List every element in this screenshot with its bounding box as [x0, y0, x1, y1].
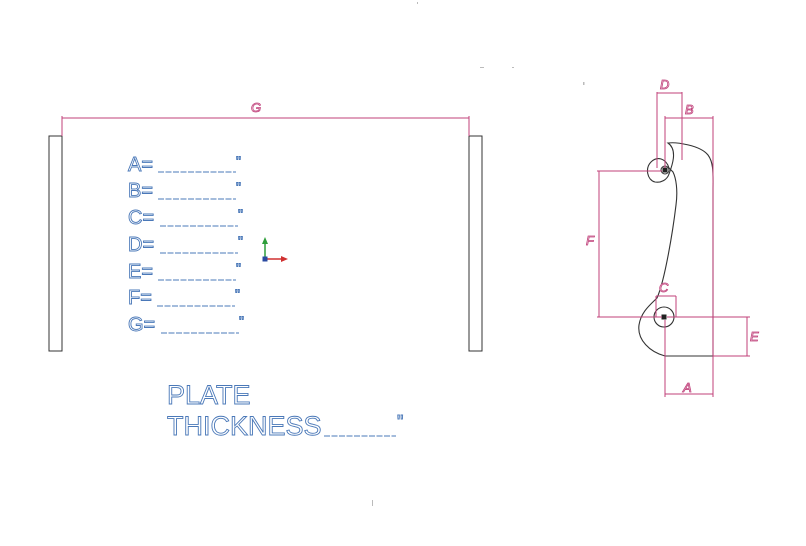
field-d: D= ": [128, 233, 244, 257]
dimension-label-a: A: [682, 380, 692, 395]
dimension-d: D: [656, 77, 683, 168]
scan-specks: [372, 2, 585, 506]
field-e: E= ": [128, 260, 242, 284]
field-c: C= ": [128, 206, 244, 230]
field-g: G= ": [128, 313, 245, 337]
field-label-e: E=: [128, 261, 153, 283]
field-label-c: C=: [128, 207, 154, 229]
dimension-b: B: [664, 102, 714, 356]
dimension-e: E: [667, 316, 759, 357]
field-label-b: B=: [128, 180, 153, 202]
left-plate: [48, 135, 63, 352]
field-unit-c: ": [238, 206, 243, 222]
field-a: A= ": [128, 153, 242, 177]
field-unit-a: ": [236, 153, 241, 169]
dimension-label-e: E: [750, 329, 759, 344]
dimension-label-d: D: [660, 77, 669, 92]
field-unit-f: ": [235, 286, 240, 302]
dimension-label-b: B: [685, 102, 694, 117]
dimension-a: A: [664, 320, 714, 397]
plate-thickness-field: PLATE THICKNESS ": [167, 380, 404, 442]
field-label-g: G=: [128, 314, 155, 336]
dimension-f: F: [586, 170, 662, 318]
dimension-label-g: G: [251, 100, 261, 115]
field-unit-b: ": [236, 179, 241, 195]
dimension-g: G: [61, 100, 470, 136]
right-plate: [468, 135, 483, 352]
plate-thickness-unit: ": [397, 412, 403, 432]
field-b: B= ": [128, 179, 242, 203]
field-unit-g: ": [239, 313, 244, 329]
dimension-label-c: C: [659, 280, 669, 295]
plate-label-line1: PLATE: [167, 380, 251, 410]
field-unit-e: ": [236, 260, 241, 276]
plate-label-line2: THICKNESS: [167, 411, 322, 441]
hook-plate-profile: [638, 142, 714, 357]
dimension-label-f: F: [586, 233, 595, 248]
field-label-d: D=: [128, 234, 154, 256]
field-f: F= ": [128, 286, 241, 310]
field-label-a: A=: [128, 154, 153, 176]
ucs-axis-icon: [262, 237, 288, 262]
field-label-f: F=: [128, 287, 152, 309]
field-unit-d: ": [238, 233, 243, 249]
dimension-c: C: [655, 280, 677, 317]
